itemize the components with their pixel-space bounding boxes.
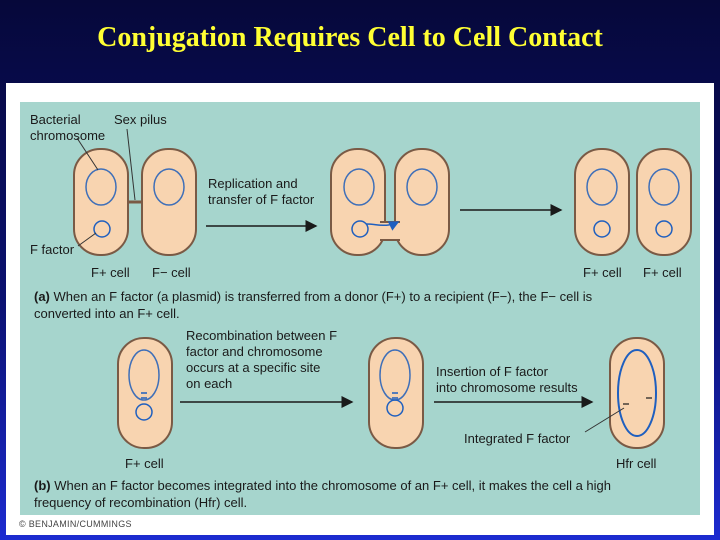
transferring-strand — [365, 221, 400, 231]
caption-b: (b) When an F factor becomes integrated … — [34, 478, 611, 510]
bacterial-chromosome — [406, 168, 438, 206]
f-plus-cell — [574, 148, 630, 256]
bacterial-chromosome — [153, 168, 185, 206]
label-hfr-cell: Hfr cell — [616, 456, 657, 471]
conjugation-diagram — [73, 128, 692, 449]
label-integrated-f-factor: Integrated F factor — [464, 431, 571, 446]
f-factor-plasmid — [351, 220, 369, 238]
label-f-plus-cell: F+ cell — [91, 265, 130, 280]
hfr-cell — [609, 337, 665, 449]
slide-title: Conjugation Requires Cell to Cell Contac… — [97, 22, 603, 53]
f-minus-cell — [141, 148, 197, 256]
label-f-plus-cell-b: F+ cell — [125, 456, 164, 471]
bacterial-chromosome — [586, 168, 618, 206]
label-bacterial-chromosome: Bacterial chromosome — [30, 112, 106, 143]
f-factor-plasmid — [593, 220, 611, 238]
label-result-f-plus-left: F+ cell — [583, 265, 622, 280]
f-plus-cell — [636, 148, 692, 256]
figure-paper: Bacterial chromosome Sex pilus F factor … — [6, 83, 714, 535]
figure-panel: Bacterial chromosome Sex pilus F factor … — [20, 102, 700, 515]
arrow-label-replication: Replication and transfer of F factor — [208, 176, 315, 207]
f-minus-cell — [394, 148, 450, 256]
f-factor-plasmid — [655, 220, 673, 238]
recombining-cell — [368, 337, 424, 449]
label-f-factor: F factor — [30, 242, 75, 257]
caption-a: (a) When an F factor (a plasmid) is tran… — [34, 289, 593, 321]
label-result-f-plus-right: F+ cell — [643, 265, 682, 280]
label-recombination: Recombination between F factor and chrom… — [186, 328, 338, 391]
bacterial-chromosome — [85, 168, 117, 206]
cell-pair-initial — [73, 128, 197, 256]
f-plus-cell-b — [117, 337, 173, 449]
label-insertion: Insertion of F factor into chromosome re… — [436, 364, 578, 395]
f-factor-plasmid — [93, 220, 111, 238]
cell-pair-result — [574, 148, 692, 256]
bacterial-chromosome — [648, 168, 680, 206]
label-sex-pilus: Sex pilus — [114, 112, 167, 127]
f-plus-cell — [73, 148, 129, 256]
copyright-credit: © BENJAMIN/CUMMINGS — [19, 519, 132, 529]
cell-pair-transfer — [330, 148, 450, 256]
f-plus-cell — [330, 148, 386, 256]
label-f-minus-cell: F− cell — [152, 265, 191, 280]
bacterial-chromosome — [343, 168, 375, 206]
